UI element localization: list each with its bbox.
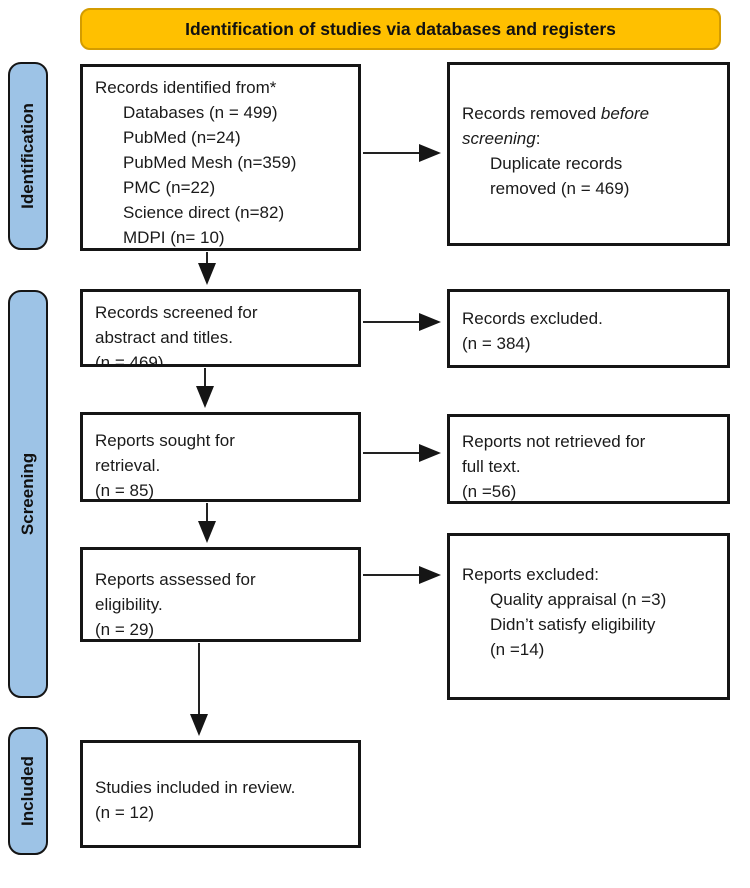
reports-not-retrieved-line: Reports not retrieved for xyxy=(462,432,646,451)
records-identified-item: Science direct (n=82) xyxy=(123,203,285,222)
reports-excluded-item: Didn’t satisfy eligibility xyxy=(490,615,656,634)
box-studies-included: Studies included in review. (n = 12) xyxy=(80,740,361,848)
reports-assessed-line: eligibility. xyxy=(95,595,163,614)
reports-assessed-line: (n = 29) xyxy=(95,620,155,639)
reports-assessed-line: Reports assessed for xyxy=(95,570,256,589)
box-reports-not-retrieved: Reports not retrieved for full text. (n … xyxy=(447,414,730,504)
reports-not-retrieved-line: full text. xyxy=(462,457,521,476)
stage-identification-label: Identification xyxy=(18,103,37,209)
records-identified-item: PubMed Mesh (n=359) xyxy=(123,153,297,172)
records-screened-line: abstract and titles. xyxy=(95,328,233,347)
stage-included-label: Included xyxy=(18,756,37,826)
box-reports-assessed: Reports assessed for eligibility. (n = 2… xyxy=(80,547,361,642)
reports-sought-line: (n = 85) xyxy=(95,481,155,500)
records-screened-line: (n = 469) xyxy=(95,353,164,367)
stage-screening: Screening xyxy=(8,290,48,698)
records-removed-title-suffix: : xyxy=(535,129,541,148)
records-identified-item: MDPI (n= 10) xyxy=(123,228,225,247)
stage-included: Included xyxy=(8,727,48,855)
records-identified-item: PubMed (n=24) xyxy=(123,128,241,147)
banner-title-text: Identification of studies via databases … xyxy=(185,18,616,39)
box-records-screened: Records screened for abstract and titles… xyxy=(80,289,361,367)
box-records-removed: Records removed before screening: Duplic… xyxy=(447,62,730,246)
reports-excluded-item: Quality appraisal (n =3) xyxy=(490,590,667,609)
records-excluded-line: Records excluded. xyxy=(462,309,603,328)
box-records-excluded: Records excluded. (n = 384) xyxy=(447,289,730,368)
records-identified-title: Records identified from* xyxy=(95,78,277,97)
box-reports-sought: Reports sought for retrieval. (n = 85) xyxy=(80,412,361,502)
studies-included-line: (n = 12) xyxy=(95,803,155,822)
records-excluded-line: (n = 384) xyxy=(462,334,531,353)
studies-included-line: Studies included in review. xyxy=(95,778,296,797)
records-removed-title: Records removed before screening: xyxy=(462,101,715,151)
reports-excluded-item: (n =14) xyxy=(490,640,545,659)
reports-sought-line: Reports sought for xyxy=(95,431,235,450)
records-screened-line: Records screened for xyxy=(95,303,258,322)
records-removed-item: removed (n = 469) xyxy=(490,179,630,198)
records-identified-item: Databases (n = 499) xyxy=(123,103,278,122)
records-removed-item: Duplicate records xyxy=(490,154,623,173)
records-removed-title-prefix: Records removed xyxy=(462,104,601,123)
reports-not-retrieved-line: (n =56) xyxy=(462,482,517,501)
stage-identification: Identification xyxy=(8,62,48,250)
box-reports-excluded: Reports excluded: Quality appraisal (n =… xyxy=(447,533,730,700)
box-records-identified: Records identified from* Databases (n = … xyxy=(80,64,361,251)
banner-title: Identification of studies via databases … xyxy=(80,8,721,50)
reports-sought-line: retrieval. xyxy=(95,456,161,475)
stage-screening-label: Screening xyxy=(18,452,38,536)
records-removed-title-italic: before screening xyxy=(462,104,650,148)
records-identified-item: PMC (n=22) xyxy=(123,178,216,197)
reports-excluded-title: Reports excluded: xyxy=(462,565,600,584)
